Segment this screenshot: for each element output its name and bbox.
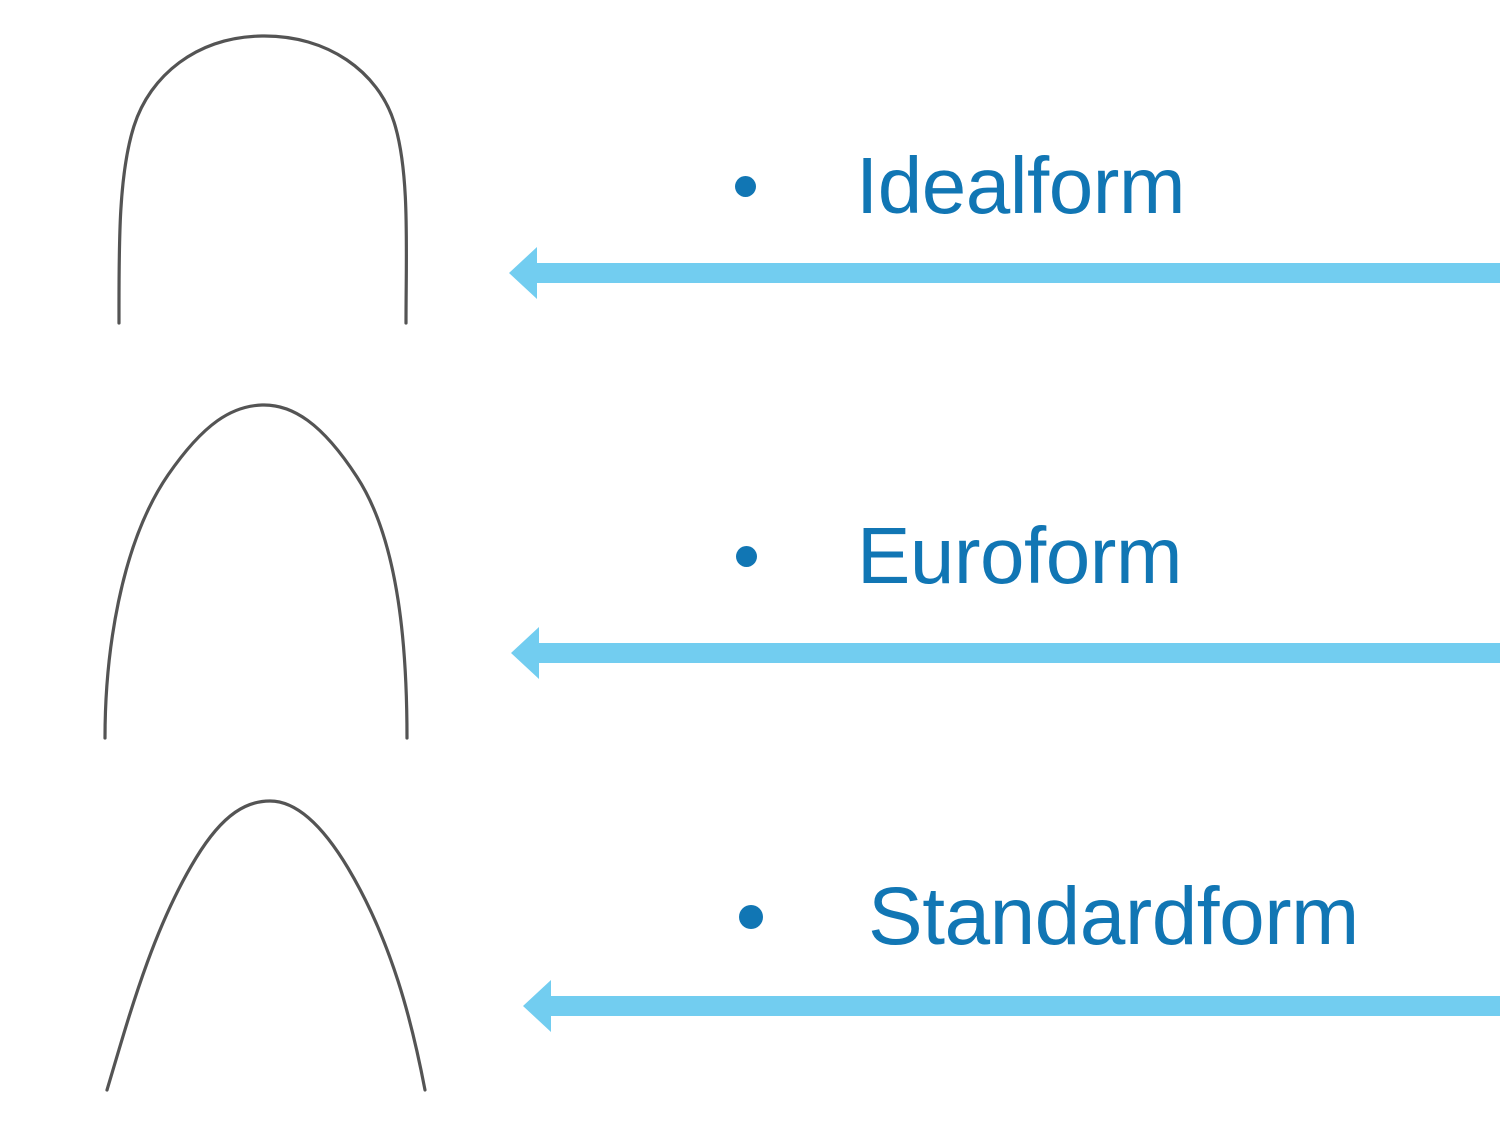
archwire-idealform-figure: [0, 0, 500, 380]
pointer-arrow-standardform: [505, 977, 1500, 1033]
left-arrow-icon: [511, 627, 1500, 679]
list-item-label: Standardform: [868, 871, 1359, 962]
list-item-label: Euroform: [857, 511, 1182, 600]
archwire-standardform-figure: [0, 770, 500, 1125]
bullet-point-icon: [739, 905, 763, 929]
bullet-point-icon: [735, 175, 756, 197]
archwire-euroform-figure: [0, 385, 500, 760]
list-item-idealform[interactable]: Idealform: [735, 146, 1185, 226]
list-item-label: Idealform: [856, 141, 1185, 230]
list-item-standardform[interactable]: Standardform: [739, 876, 1359, 958]
archwire-euroform-icon: [103, 403, 409, 740]
left-arrow-icon: [523, 980, 1500, 1032]
pointer-arrow-idealform: [505, 245, 1500, 301]
archwire-standardform-icon: [105, 799, 427, 1092]
list-item-euroform[interactable]: Euroform: [736, 516, 1182, 596]
bullet-point-icon: [736, 545, 757, 567]
left-arrow-icon: [509, 247, 1500, 299]
archwire-idealform-icon: [117, 34, 409, 325]
pointer-arrow-euroform: [505, 624, 1500, 680]
